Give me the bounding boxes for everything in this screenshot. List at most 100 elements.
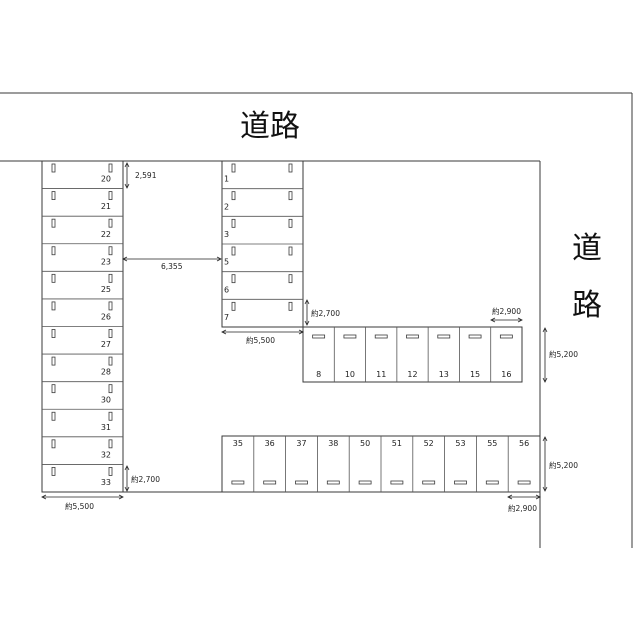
bay-number: 27 (101, 340, 111, 349)
wheel-stop (108, 273, 113, 283)
bay-number: 55 (487, 439, 497, 448)
wheel-stop (358, 480, 372, 485)
bay-number: 26 (101, 313, 111, 322)
bay-number: 28 (101, 368, 111, 377)
wheel-stop (288, 274, 293, 284)
bay-number: 21 (101, 202, 111, 211)
dim-lower-depth: 約5,200 (549, 460, 578, 470)
bay-number: 38 (328, 439, 338, 448)
wheel-stop (51, 411, 56, 421)
wheel-stop (231, 480, 245, 485)
wheel-stop (51, 356, 56, 366)
wheel-stop (517, 480, 531, 485)
dim-left-bay-width: 約2,700 (131, 474, 160, 484)
parking-block-middle: 1 2 3 5 6 7 (221, 160, 304, 328)
bay-number: 15 (470, 370, 480, 379)
wheel-stop (108, 329, 113, 338)
bay-number: 12 (407, 370, 417, 379)
wheel-stop (108, 356, 113, 366)
wheel-stop (108, 191, 113, 200)
bay-number: 22 (101, 230, 111, 239)
wheel-stop (51, 273, 56, 283)
wheel-stop (51, 384, 56, 394)
dim-upper-bay-width: 約2,900 (492, 306, 521, 316)
wheel-stop (51, 329, 56, 338)
wheel-stop (406, 334, 419, 339)
bay-number: 51 (392, 439, 402, 448)
wheel-stop (454, 480, 467, 485)
bay-number: 30 (101, 395, 111, 404)
wheel-stop (374, 334, 388, 339)
road-label-right-2: 路 (572, 288, 602, 323)
wheel-stop (51, 191, 56, 200)
wheel-stop (312, 334, 326, 339)
wheel-stop (343, 334, 357, 339)
bay-number: 16 (501, 370, 511, 379)
wheel-stop (288, 191, 293, 201)
bay-number: 37 (296, 439, 306, 448)
bay-number: 3 (224, 230, 229, 239)
road-label-right-1: 道 (572, 231, 602, 266)
wheel-stop (51, 467, 56, 476)
wheel-stop (390, 480, 404, 485)
bay-number: 7 (224, 313, 229, 322)
wheel-stop (108, 411, 113, 421)
dim-middle-bay-width: 約2,700 (311, 308, 340, 318)
bay-number: 6 (224, 285, 229, 294)
parking-block-upper-row: 8 10 11 12 13 15 16 (302, 326, 523, 383)
dim-left-bay-depth: 2,591 (135, 171, 157, 180)
wheel-stop (288, 218, 293, 228)
dim-left-width: 約5,500 (65, 501, 94, 511)
bay-number: 5 (224, 258, 229, 267)
bay-number: 13 (439, 370, 449, 379)
wheel-stop (231, 274, 236, 284)
bay-number: 56 (519, 439, 529, 448)
wheel-stop (485, 480, 499, 485)
wheel-stop (437, 334, 451, 339)
wheel-stop (288, 163, 293, 173)
road-label-top: 道路 (240, 109, 300, 144)
bay-number: 52 (424, 439, 434, 448)
wheel-stop (108, 301, 113, 311)
wheel-stop (231, 301, 236, 311)
wheel-stop (499, 334, 513, 339)
wheel-stop (231, 163, 236, 173)
dim-aisle-width: 6,355 (161, 262, 183, 271)
bay-number: 8 (316, 370, 321, 379)
dim-upper-depth: 約5,200 (549, 349, 578, 359)
parking-block-lower-row: 35 36 37 38 50 51 52 53 55 56 (221, 435, 541, 493)
wheel-stop (231, 246, 236, 256)
bay-number: 11 (376, 370, 386, 379)
bay-number: 1 (224, 175, 229, 184)
wheel-stop (263, 480, 277, 485)
dimension-annotations: 2,591 6,355 約5,500 約2,700 約5,500 約2,700 … (41, 162, 578, 513)
wheel-stop (468, 334, 482, 339)
wheel-stop (231, 218, 236, 228)
bay-number: 53 (455, 439, 465, 448)
wheel-stop (51, 163, 56, 173)
dim-lower-bay-width: 約2,900 (508, 503, 537, 513)
wheel-stop (108, 384, 113, 394)
wheel-stop (288, 246, 293, 256)
wheel-stop (51, 218, 56, 228)
bay-number: 50 (360, 439, 370, 448)
bay-number: 35 (233, 439, 243, 448)
wheel-stop (108, 218, 113, 228)
wheel-stop (108, 246, 113, 256)
bay-number: 23 (101, 257, 111, 266)
wheel-stop (108, 467, 113, 476)
wheel-stop (295, 480, 308, 485)
wheel-stop (51, 439, 56, 449)
bay-number: 20 (101, 175, 111, 184)
bay-number: 31 (101, 423, 111, 432)
bay-number: 33 (101, 478, 111, 487)
wheel-stop (51, 246, 56, 256)
bay-number: 10 (345, 370, 355, 379)
wheel-stop (422, 480, 436, 485)
bay-number: 2 (224, 202, 229, 211)
bay-number: 36 (265, 439, 275, 448)
wheel-stop (108, 163, 113, 173)
bay-number: 25 (101, 285, 111, 294)
